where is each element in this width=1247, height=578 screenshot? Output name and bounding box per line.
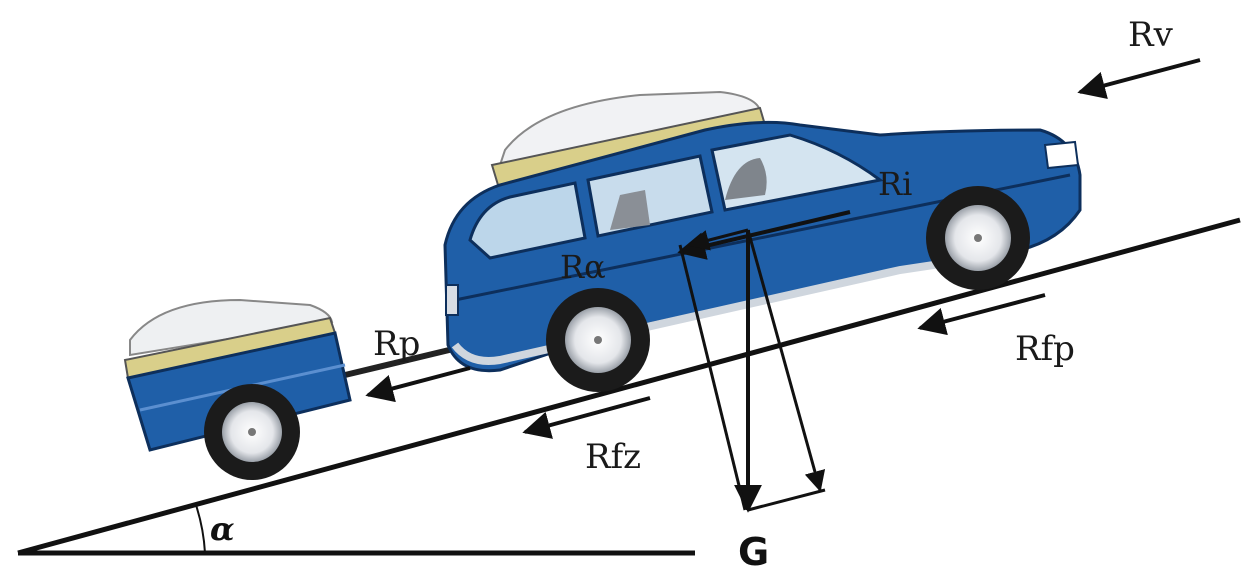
air-resistance-arrow (1077, 58, 1201, 100)
rear-window (468, 181, 587, 260)
angle-arc (195, 504, 206, 554)
trailer-rolling-resistance-arrow (522, 396, 651, 439)
slope-line (17, 217, 1241, 556)
trailer-pull-arrow (365, 366, 471, 403)
slope-component-arrow (687, 228, 749, 251)
label-alpha: α (210, 510, 235, 548)
component-line (678, 244, 747, 511)
roof-box (498, 90, 762, 167)
label-rfp: Rfp (1015, 329, 1075, 369)
parallelogram-edge (747, 488, 826, 512)
normal-component-arrow (746, 229, 826, 493)
label-rfz: Rfz (585, 437, 641, 477)
car-rear-wheel (546, 288, 650, 392)
label-g: G (738, 530, 769, 574)
trailer (123, 298, 471, 452)
label-ri: Ri (878, 165, 912, 203)
label-rp: Rp (373, 324, 420, 364)
label-ralpha: Rα (560, 248, 606, 286)
car-front-wheel (926, 186, 1030, 290)
label-rv: Rv (1128, 15, 1174, 55)
trailer-wheel (204, 384, 300, 480)
car-rolling-resistance-arrow (917, 293, 1046, 336)
